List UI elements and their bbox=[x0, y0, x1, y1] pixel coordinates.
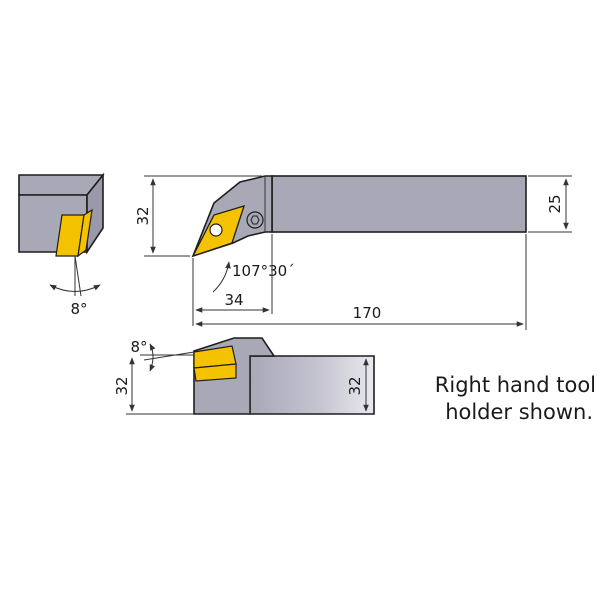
dim-side-clearance: 8° bbox=[130, 338, 195, 372]
offset-label: 34 bbox=[224, 291, 243, 309]
lead-angle-label: 107°30´ bbox=[232, 262, 295, 280]
clamp-screw bbox=[246, 211, 264, 229]
dim-side-height-left: 32 bbox=[113, 357, 194, 415]
side-view bbox=[193, 337, 375, 415]
screw-hex-socket-icon bbox=[250, 215, 260, 225]
overall-length-label: 170 bbox=[353, 304, 382, 322]
dim-front-height: 32 bbox=[134, 175, 262, 257]
note-line-1: Right hand tool bbox=[435, 373, 596, 397]
note: Right hand tool holder shown. bbox=[435, 373, 596, 424]
side-clearance-label: 8° bbox=[130, 338, 147, 356]
front-height-label: 32 bbox=[134, 206, 152, 225]
end-view-angle-ref bbox=[74, 255, 82, 297]
end-view-insert-side bbox=[77, 208, 93, 258]
side-height-right-label: 32 bbox=[346, 376, 364, 395]
shank-height-label: 25 bbox=[546, 194, 564, 213]
note-line-2: holder shown. bbox=[445, 400, 593, 424]
side-height-left-label: 32 bbox=[113, 376, 131, 395]
dim-shank-height: 25 bbox=[528, 175, 572, 233]
dim-side-height-right: 32 bbox=[346, 358, 369, 412]
dim-offset: 34 bbox=[192, 234, 273, 326]
dim-overall-length: 170 bbox=[195, 234, 527, 330]
side-insert-bottom bbox=[193, 363, 237, 382]
dim-lead-angle: 107°30´ bbox=[212, 261, 295, 293]
end-clearance-arc bbox=[49, 284, 101, 292]
top-view bbox=[191, 175, 527, 258]
end-view: 8° bbox=[18, 172, 105, 318]
shank bbox=[271, 175, 527, 233]
end-clearance-label: 8° bbox=[70, 300, 87, 318]
insert-hole bbox=[209, 223, 223, 237]
